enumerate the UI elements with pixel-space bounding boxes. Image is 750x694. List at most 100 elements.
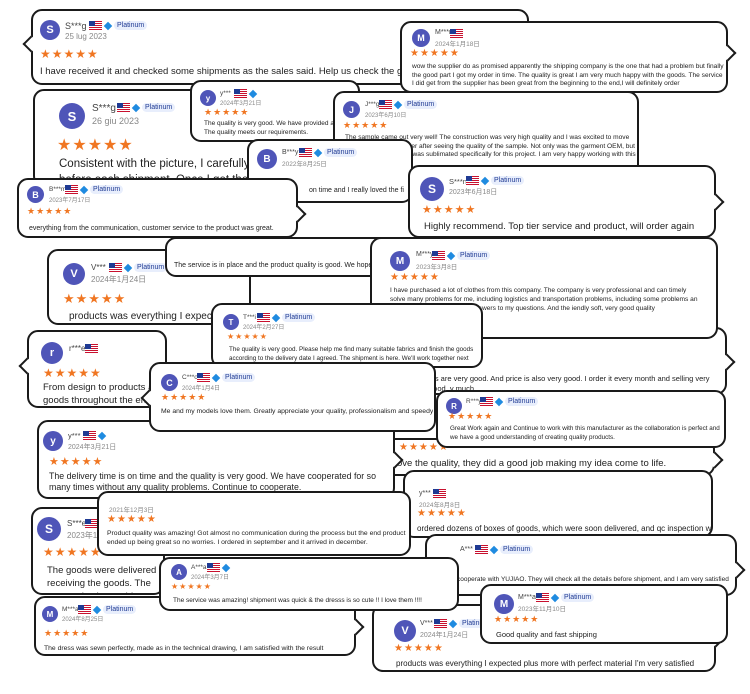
reviewer-badges: Platinum	[475, 545, 534, 554]
flag-icon	[432, 251, 445, 260]
flag-icon	[78, 605, 91, 614]
review-text: Great Work again and Continue to work wi…	[450, 425, 720, 441]
flag-icon	[85, 519, 98, 528]
star-rating: ★★★★★	[448, 411, 494, 421]
platinum-badge: Platinum	[324, 148, 358, 157]
reviewer-badges	[83, 431, 107, 440]
review-date: 2024年2月27日	[243, 325, 285, 331]
star-rating: ★★★★★	[204, 107, 250, 117]
platinum-badge: Platinum	[561, 593, 595, 602]
flag-icon	[257, 313, 270, 322]
review-text: The service is in place and the product …	[174, 262, 396, 269]
reviewer-badges	[433, 489, 446, 498]
review-date: 2024年3月21日	[68, 444, 117, 451]
review-date: 2024年1月4日	[182, 386, 221, 392]
review-date: 2023年11月	[67, 531, 110, 540]
reviewer-name: M***a	[62, 606, 79, 613]
review-text: The goods were delivered in receiving th…	[47, 565, 163, 593]
flag-icon	[234, 89, 247, 98]
review-text: I have received it and checked some ship…	[40, 66, 431, 77]
avatar: y	[43, 431, 63, 451]
review-date: 2024年1月18日	[435, 41, 480, 48]
avatar: T	[223, 314, 239, 330]
review-text: The dress was sewn perfectly, made as in…	[44, 645, 324, 652]
platinum-badge: Platinum	[222, 373, 256, 382]
reviewer-name: A***a	[191, 564, 207, 571]
reviewer-badges: Platinum	[379, 100, 438, 109]
flag-icon	[83, 431, 96, 440]
review-date: 2023年7月17日	[49, 198, 91, 204]
star-rating: ★★★★★	[161, 392, 207, 402]
avatar: M	[412, 29, 430, 47]
star-rating: ★★★★★	[49, 456, 104, 468]
star-rating: ★★★★★	[107, 514, 157, 525]
avatar: M	[390, 251, 410, 271]
reviewer-name: S***g	[92, 103, 116, 114]
reviewer-name: S***e	[67, 519, 87, 528]
star-rating: ★★★★★	[171, 582, 212, 591]
diamond-icon	[550, 593, 560, 602]
diamond-icon	[123, 263, 133, 272]
diamond-icon	[489, 545, 499, 554]
reviewer-name: R***y	[466, 398, 482, 405]
reviewer-badges: Platinum	[480, 397, 539, 406]
review-text: Highly recommend. Top tier service and p…	[424, 221, 695, 232]
reviewer-name: M***y	[416, 251, 434, 258]
platinum-badge: Platinum	[404, 100, 438, 109]
review-text: The service was amazing! shipment was qu…	[173, 597, 422, 604]
reviewer-name: S***n	[449, 177, 467, 186]
review-date: 2024年3月7日	[191, 575, 230, 581]
avatar: S	[37, 517, 61, 541]
review-text: ove the quality, they did a good job mak…	[397, 458, 667, 469]
review-card: B B***y Platinum 2022年8月25日 on time and …	[247, 139, 413, 203]
reviewer-name: y***	[220, 90, 231, 97]
diamond-icon	[103, 21, 113, 30]
avatar: J	[343, 101, 360, 118]
diamond-icon	[446, 251, 456, 260]
review-date: 2024年1月24日	[91, 275, 147, 284]
star-rating: ★★★★★	[394, 643, 444, 654]
flag-icon	[109, 263, 122, 272]
avatar: R	[446, 398, 462, 414]
reviewer-name: T***i	[243, 314, 257, 321]
review-date: 2024年8月8日	[419, 502, 461, 509]
review-text: Product quality was amazing! Got almost …	[107, 530, 406, 547]
reviewer-name: M***a	[518, 594, 536, 601]
reviewer-badges: Platinum	[434, 619, 493, 628]
review-card: T T***i Platinum 2024年2月27日 ★★★★★ The qu…	[211, 303, 483, 368]
diamond-icon	[221, 563, 231, 572]
reviewer-name: r***e	[69, 344, 86, 353]
review-card: C C***o Platinum 2024年1月4日 ★★★★★ Me and …	[149, 362, 436, 432]
avatar: M	[42, 606, 58, 622]
flag-icon	[450, 29, 463, 38]
avatar: y	[200, 90, 216, 106]
review-card: M M***n 2024年1月18日 ★★★★★ wow the supplie…	[400, 21, 728, 93]
platinum-badge: Platinum	[505, 397, 539, 406]
flag-icon	[117, 103, 130, 112]
reviewer-badges	[85, 344, 98, 353]
flag-icon	[536, 593, 549, 602]
review-card: A A***a 2024年3月7日 ★★★★★ The service was …	[159, 557, 459, 611]
avatar: r	[41, 342, 63, 364]
reviewer-badges: Platinum	[109, 263, 168, 272]
star-rating: ★★★★★	[57, 137, 134, 154]
reviewer-badges: Platinum	[466, 176, 525, 185]
avatar: B	[257, 149, 277, 169]
review-text: Good quality and fast shipping	[496, 630, 597, 639]
star-rating: ★★★★★	[43, 366, 102, 380]
flag-icon	[65, 185, 78, 194]
review-text: products was everything I expected	[69, 311, 226, 322]
review-date: 2022年8月25日	[282, 161, 327, 168]
reviewer-name: V***	[91, 263, 106, 272]
reviewer-badges: Platinum	[536, 593, 595, 602]
flag-icon	[480, 397, 493, 406]
review-card: M M***y Platinum 2023年3月8日 ★★★★★ I have …	[370, 237, 718, 339]
star-rating: ★★★★★	[63, 291, 127, 306]
avatar: S	[420, 177, 444, 201]
diamond-icon	[211, 373, 221, 382]
review-card: 2021年12月3日 ★★★★★ Product quality was ama…	[97, 491, 411, 556]
star-rating: ★★★★★	[27, 206, 73, 216]
review-text: From design to products and goods throug…	[43, 382, 164, 406]
reviewer-badges	[234, 89, 258, 98]
platinum-badge: Platinum	[491, 176, 525, 185]
